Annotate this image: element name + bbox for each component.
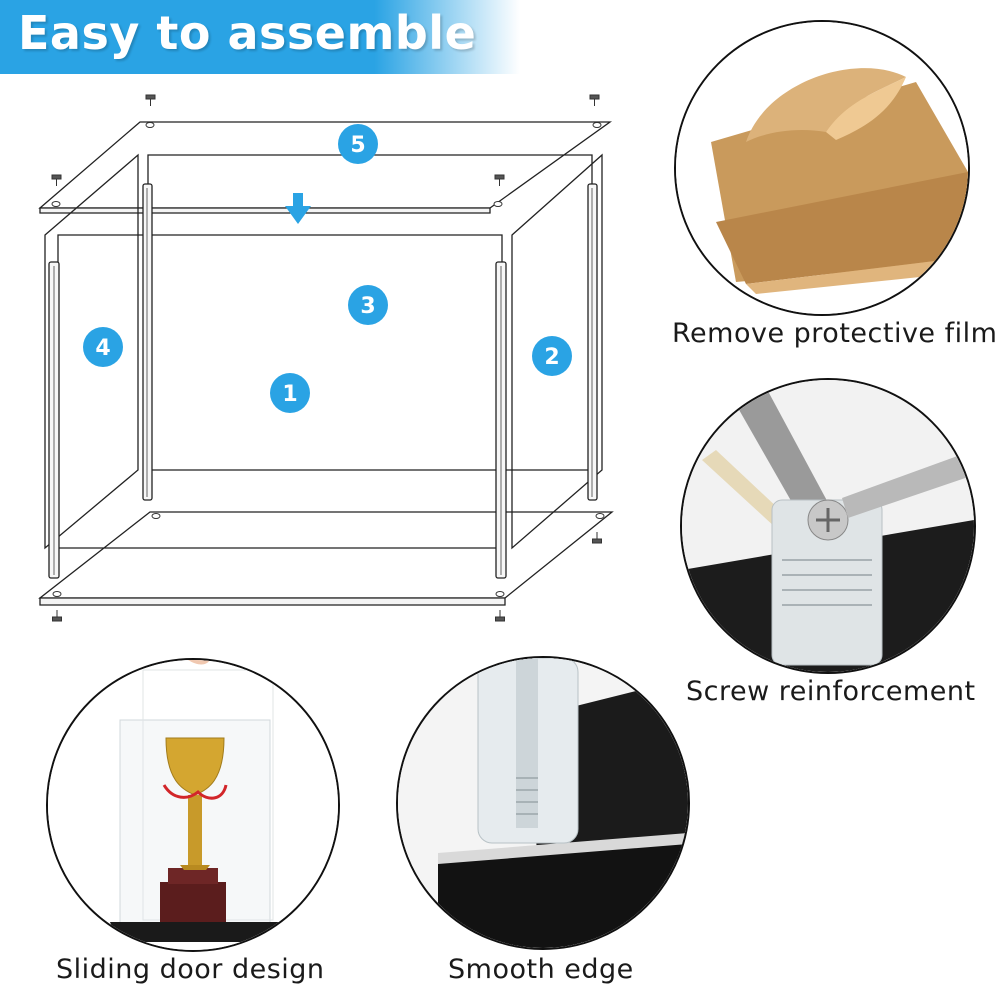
- panel-badge-3: 3: [348, 285, 388, 325]
- arrow-down-icon: [285, 193, 311, 224]
- title-banner: Easy to assemble: [0, 0, 520, 74]
- panel-badge-5: 5: [338, 124, 378, 164]
- caption-sliding-door-design: Sliding door design: [56, 954, 325, 985]
- panel-number-3: 3: [360, 294, 375, 319]
- panel-badge-1: 1: [270, 373, 310, 413]
- banner-title: Easy to assemble: [18, 6, 477, 60]
- panel-number-2: 2: [544, 345, 559, 370]
- panel-badge-2: 2: [532, 336, 572, 376]
- protective-film-photo: [674, 20, 970, 316]
- screw-icon: [51, 174, 62, 186]
- screw-reinforcement-photo: [680, 378, 976, 674]
- screw-icon: [52, 610, 62, 622]
- caption-smooth-edge: Smooth edge: [448, 954, 634, 985]
- screw-icon: [592, 532, 602, 544]
- right-side-panel: [511, 153, 603, 550]
- panel-number-5: 5: [350, 133, 365, 158]
- screw-icon: [145, 94, 156, 106]
- panel-badge-4: 4: [83, 327, 123, 367]
- panel-number-4: 4: [95, 336, 110, 361]
- screw-icon: [495, 610, 505, 622]
- caption-screw-reinforcement: Screw reinforcement: [686, 676, 976, 707]
- assembly-diagram: 1 2 3 4 5: [38, 94, 614, 622]
- screw-icon: [494, 174, 505, 186]
- left-side-panel: [44, 153, 139, 550]
- panel-number-1: 1: [282, 382, 297, 407]
- screw-icon: [589, 94, 600, 106]
- screw-icons: [51, 94, 602, 622]
- sliding-door-photo: [46, 658, 340, 952]
- base-panel: [38, 511, 614, 599]
- caption-remove-protective-film: Remove protective film: [672, 318, 998, 349]
- smooth-edge-photo: [396, 656, 690, 950]
